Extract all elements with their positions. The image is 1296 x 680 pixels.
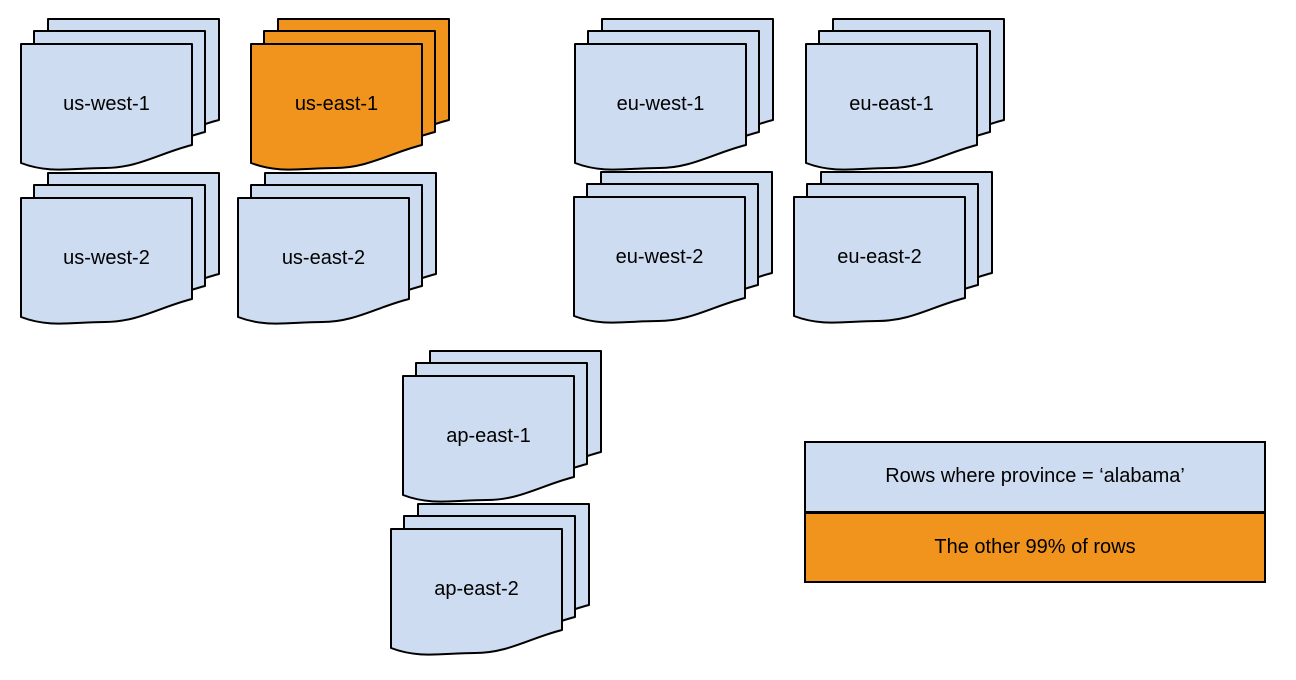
region-stack-us-east-2: us-east-2	[237, 172, 441, 330]
region-stack-us-west-1: us-west-1	[20, 18, 224, 176]
document-shape-icon	[793, 196, 966, 324]
legend-item-province-rows: Rows where province = ‘alabama’	[806, 443, 1264, 511]
region-stack-eu-west-2: eu-west-2	[573, 171, 777, 329]
document-shape-icon	[20, 43, 193, 171]
region-stack-ap-east-2: ap-east-2	[390, 503, 594, 661]
region-stack-eu-east-2: eu-east-2	[793, 171, 997, 329]
document-shape-icon	[574, 43, 747, 171]
region-stack-eu-east-1: eu-east-1	[805, 18, 1009, 176]
region-stack-us-east-1: us-east-1	[250, 18, 454, 176]
legend-item-label: Rows where province = ‘alabama’	[885, 465, 1185, 488]
region-stack-us-west-2: us-west-2	[20, 172, 224, 330]
legend-item-label: The other 99% of rows	[934, 535, 1136, 558]
document-shape-icon	[805, 43, 978, 171]
document-shape-icon	[237, 197, 410, 325]
legend: Rows where province = ‘alabama’ The othe…	[804, 441, 1266, 583]
region-stack-eu-west-1: eu-west-1	[574, 18, 778, 176]
region-stack-ap-east-1: ap-east-1	[402, 350, 606, 508]
document-shape-icon	[573, 196, 746, 324]
document-shape-icon	[390, 528, 563, 656]
document-shape-icon	[20, 197, 193, 325]
document-shape-icon	[402, 375, 575, 503]
legend-item-other-rows: The other 99% of rows	[806, 510, 1264, 581]
document-shape-icon	[250, 43, 423, 171]
